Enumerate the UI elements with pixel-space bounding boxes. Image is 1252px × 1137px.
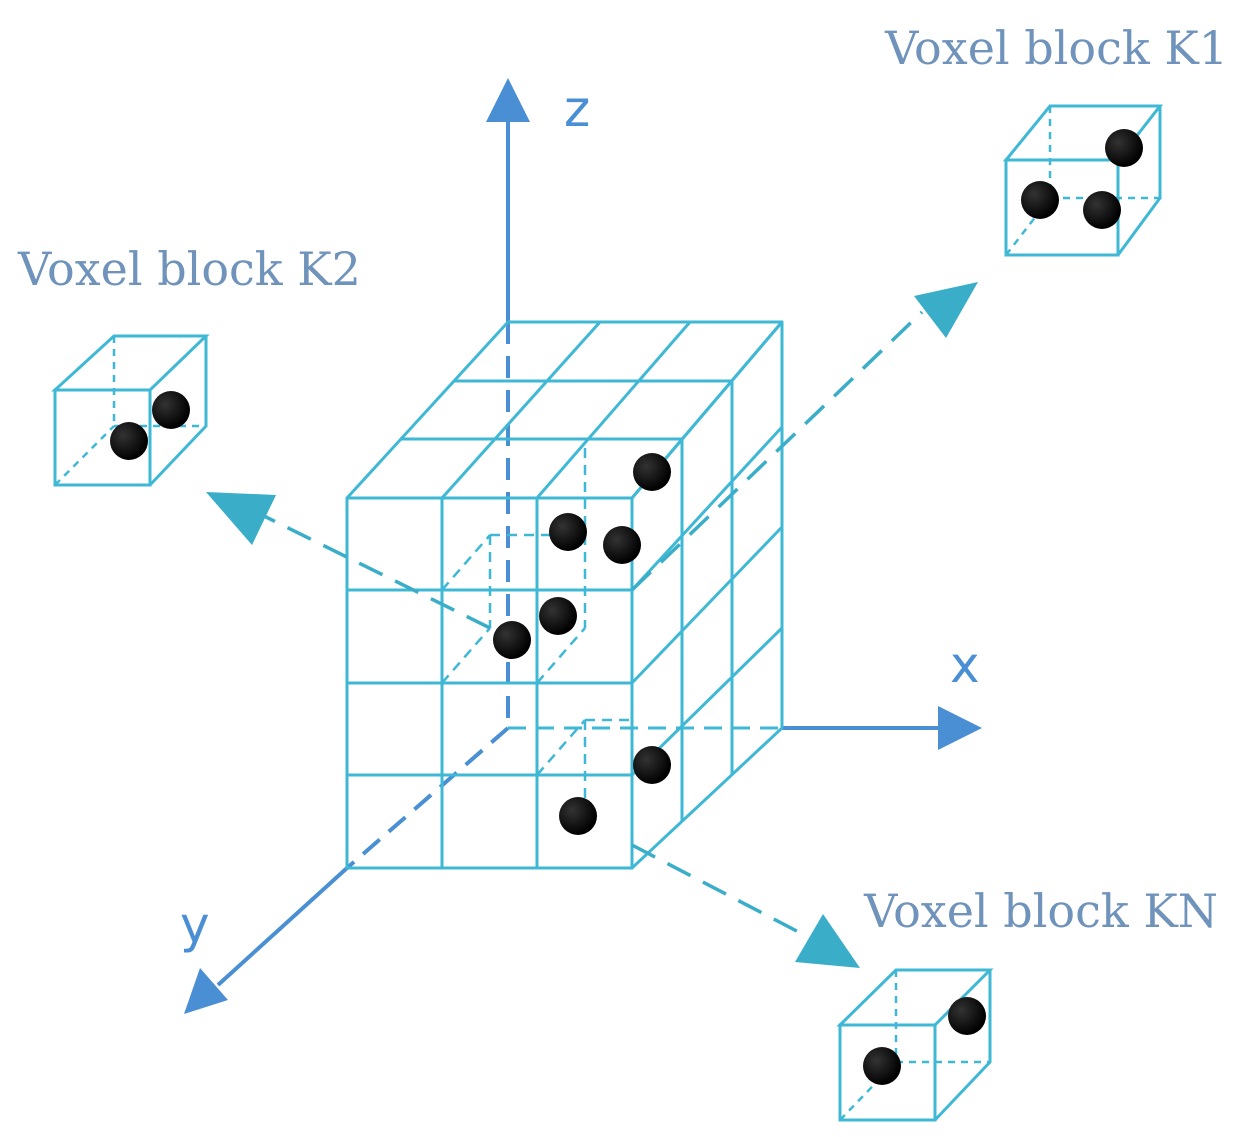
arrow-to-kn-head xyxy=(795,914,860,968)
x-axis-arrowhead xyxy=(938,706,982,750)
point xyxy=(539,597,577,635)
grid-top-face xyxy=(345,320,784,500)
point xyxy=(559,797,597,835)
grid-points xyxy=(493,453,671,835)
y-axis-arrowhead xyxy=(184,968,228,1014)
point xyxy=(948,997,986,1035)
x-axis-label: x xyxy=(950,636,980,694)
arrow-to-k1-head xyxy=(914,282,978,338)
z-axis-arrowhead xyxy=(486,78,530,122)
point xyxy=(1083,191,1121,229)
y-axis-hidden xyxy=(345,726,510,870)
point xyxy=(863,1047,901,1085)
point xyxy=(1105,129,1143,167)
point xyxy=(603,526,641,564)
block-arrows xyxy=(206,282,978,968)
point xyxy=(633,453,671,491)
block-k1-label: Voxel block K1 xyxy=(884,21,1228,75)
arrow-to-k2 xyxy=(261,513,491,630)
y-axis xyxy=(216,866,349,987)
block-kn-label: Voxel block KN xyxy=(863,884,1218,938)
voxel-block-k2 xyxy=(51,334,210,487)
point xyxy=(1021,181,1059,219)
point xyxy=(152,391,190,429)
axes xyxy=(184,78,982,1014)
grid-right-face xyxy=(630,320,784,870)
arrow-to-k2-head xyxy=(206,492,276,545)
y-axis-label: y xyxy=(180,896,210,954)
z-axis-label: z xyxy=(564,80,590,138)
point xyxy=(633,746,671,784)
point xyxy=(110,422,148,460)
voxel-grid xyxy=(345,320,784,870)
point xyxy=(549,513,587,551)
arrow-to-kn xyxy=(631,843,811,940)
voxel-block-kn xyxy=(836,968,994,1122)
arrow-to-k1 xyxy=(630,310,924,592)
point xyxy=(493,621,531,659)
voxel-block-k1 xyxy=(1002,104,1164,257)
block-k2-label: Voxel block K2 xyxy=(17,242,361,296)
